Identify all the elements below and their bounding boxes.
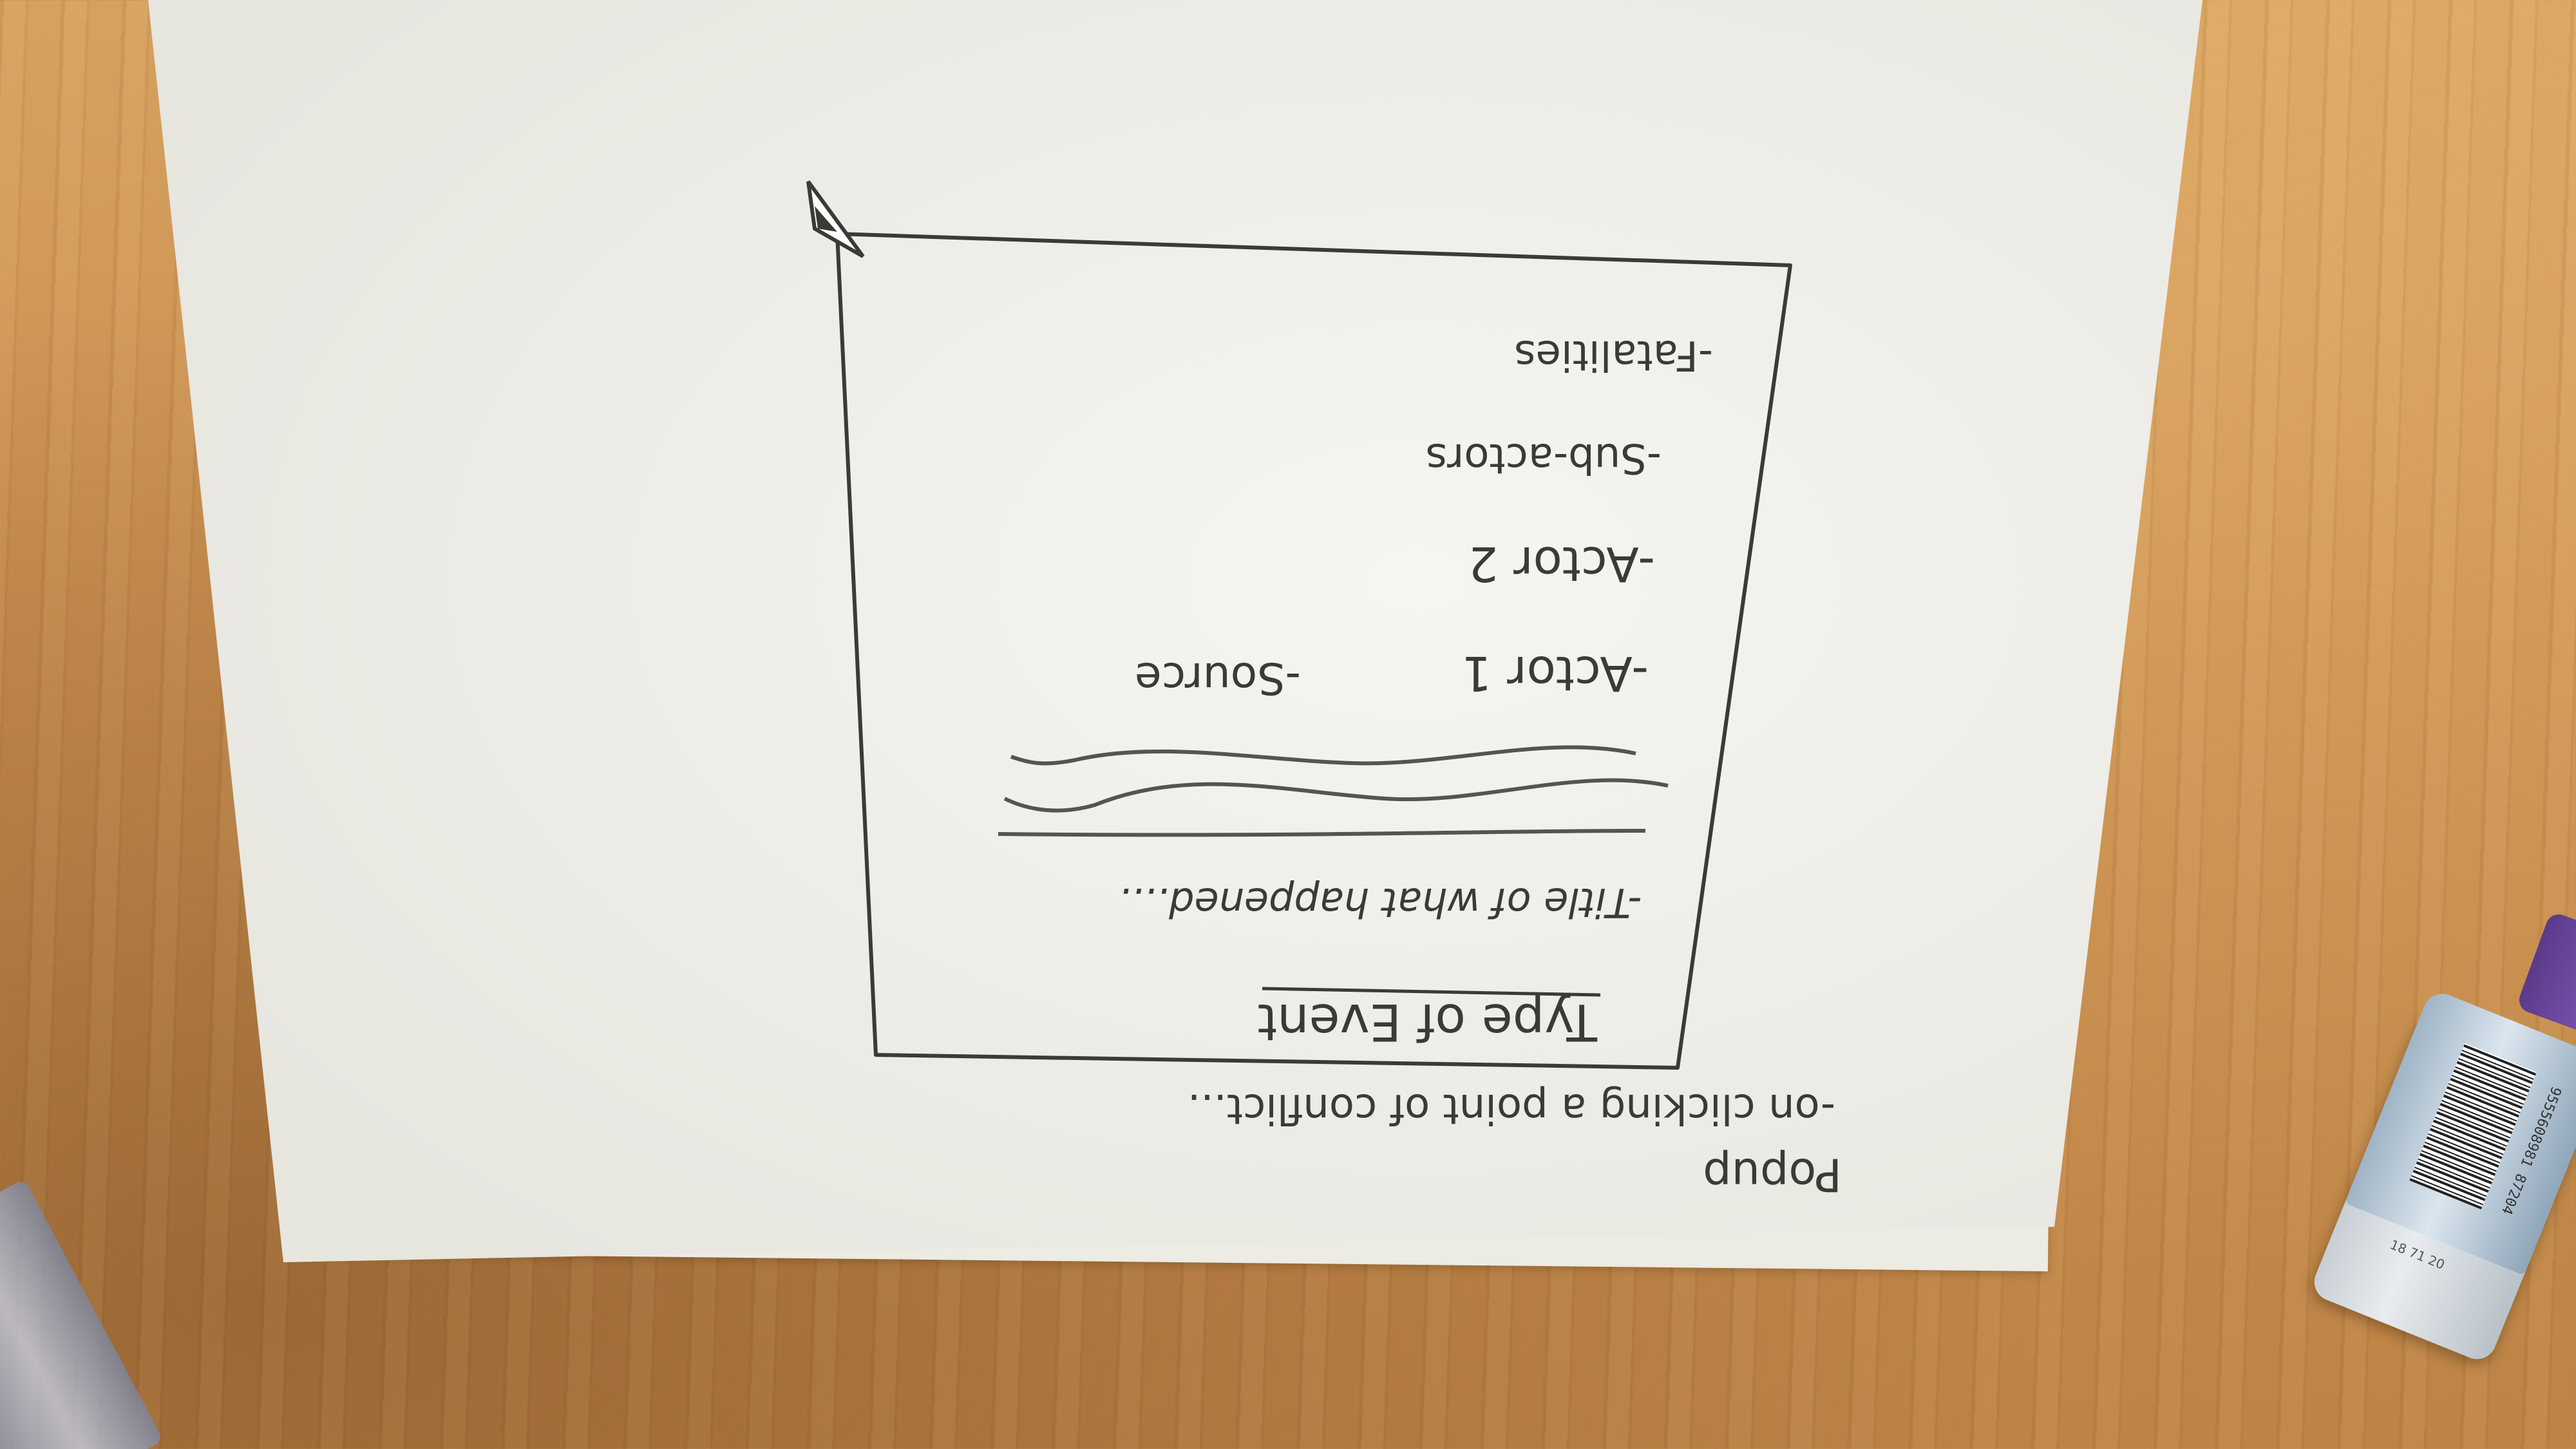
popup-item-actor-1: -Actor 1 [1462, 645, 1649, 701]
sheet-subheading: -on clicking a point of conflict... [1188, 1084, 1835, 1132]
description-line-2 [1003, 778, 1669, 813]
description-line-1 [998, 829, 1646, 837]
popup-item-actor-2: -Actor 2 [1468, 536, 1655, 591]
popup-item-fatalities: -Fatalities [1514, 331, 1713, 379]
popup-item-sub-actors: -Sub-actors [1426, 434, 1662, 482]
popup-title: Type of Event [1258, 992, 1598, 1050]
popup-pointer-icon [806, 180, 865, 258]
popup-title-underline [1262, 987, 1601, 997]
popup-pointer-shadow [815, 206, 837, 232]
popup-item-source: -Source [1135, 652, 1301, 703]
sheet-heading: Popup [1703, 1148, 1842, 1201]
popup-item-title-what-happened: -Title of what happened.... [1118, 879, 1642, 926]
description-line-3 [1010, 745, 1636, 766]
